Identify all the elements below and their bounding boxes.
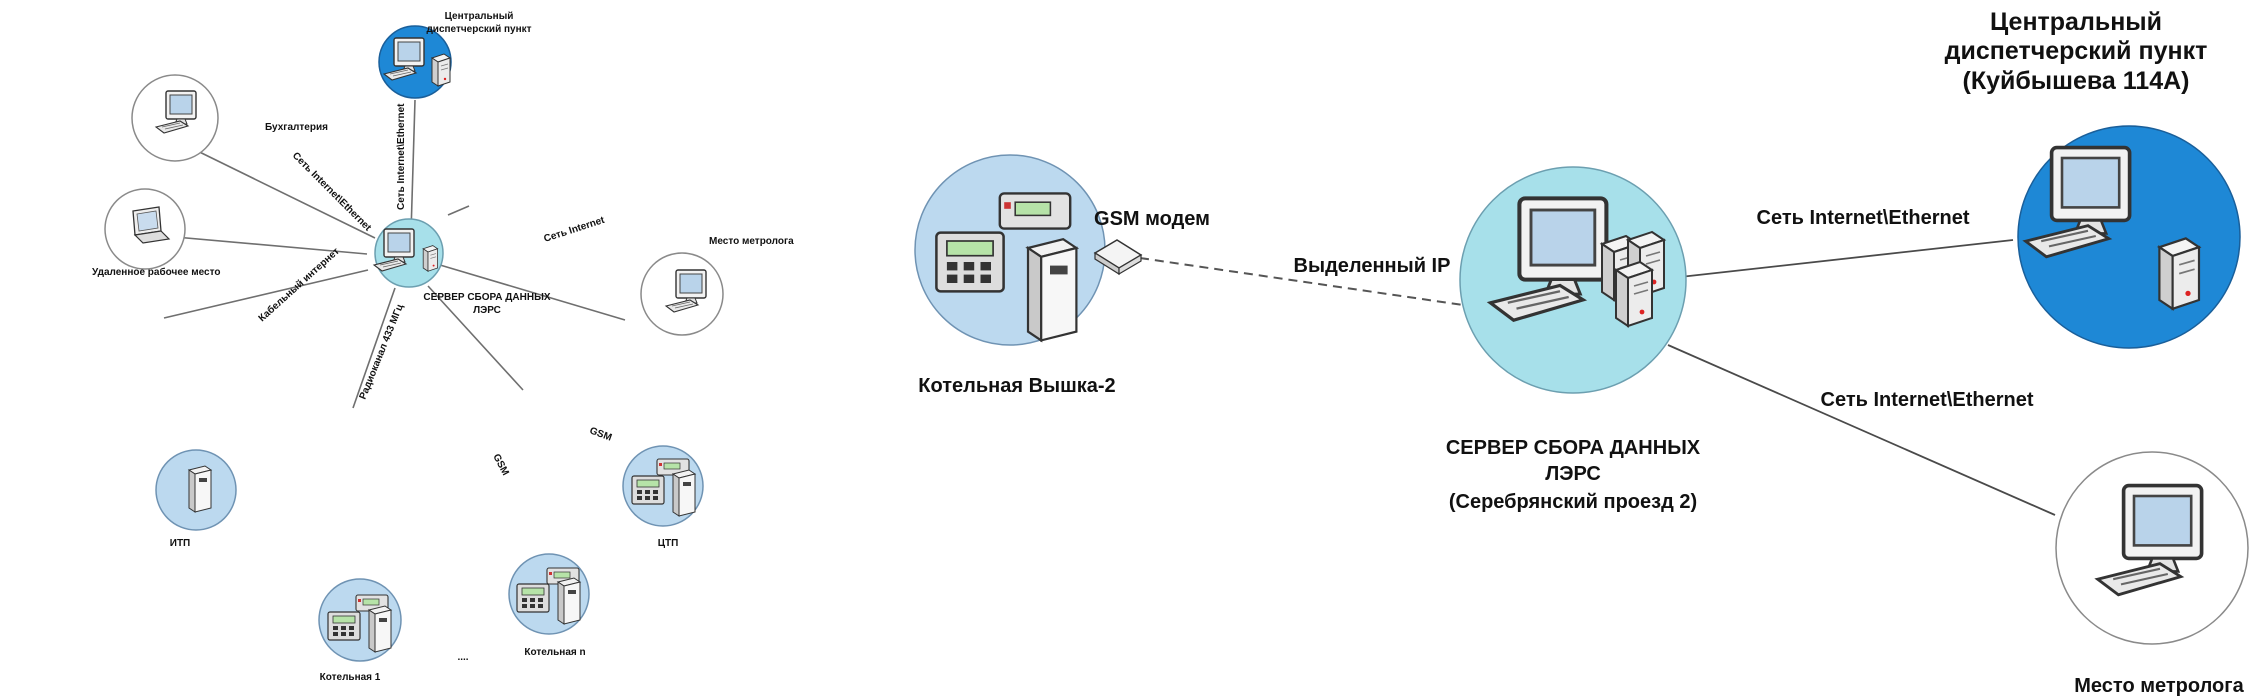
edge-server-accounting (174, 139, 376, 239)
server-label-line3: (Серебрянский проезд 2) (1449, 491, 1697, 513)
ctp-node (622, 445, 704, 527)
edge-label-ethernet-accounting: Сеть Internet\Ethernet (290, 150, 374, 234)
central-dispatch-label-line1: Центральный (1990, 8, 2162, 36)
boiler-node (914, 154, 1106, 346)
edge-label-gsm-1: GSM (588, 425, 613, 443)
cabinet-icon (1026, 238, 1078, 342)
boilern-label: Котельная n (524, 647, 585, 658)
gsm-modem-device (1093, 239, 1143, 276)
cabinet-icon (557, 577, 581, 625)
metrologist-label: Место метролога (709, 236, 794, 247)
central-dispatch-label-line2: диспетчерский пункт (1945, 37, 2208, 65)
boiler-label: Котельная Вышка-2 (918, 375, 1115, 397)
edge-label-internet: Сеть Internet (543, 215, 607, 245)
metrologist-node (2055, 451, 2249, 645)
dedicated-ip-label: Выделенный IP (1294, 255, 1451, 277)
server-node (1459, 166, 1687, 394)
cabinet-icon (368, 605, 392, 653)
edge-label-radio: Радиоканал 433 МГц (358, 302, 407, 401)
server-label-line1: СЕРВЕР СБОРА ДАННЫХ (423, 292, 550, 303)
accounting-node (131, 74, 219, 162)
metrologist-node (640, 252, 724, 336)
server-label-line2: ЛЭРС (1545, 463, 1601, 485)
boiler1-label: Котельная 1 (320, 672, 381, 683)
server-icon (1615, 261, 1653, 327)
itp-label: ИТП (170, 538, 190, 549)
edge-label-ethernet-central: Сеть Internet\Ethernet (396, 103, 407, 210)
edge-server-itp (163, 269, 369, 319)
cabinet-icon (188, 465, 212, 513)
right-diagram: Центральный диспетчерский пункт (Куйбыше… (914, 8, 2249, 697)
central-dispatch-label-line1: Центральный (445, 11, 514, 22)
server-node (373, 218, 444, 288)
controller-icon (998, 192, 1072, 230)
remote-workplace-node (104, 188, 186, 270)
server-label-line2: ЛЭРС (473, 305, 501, 316)
server-icon (2158, 237, 2201, 310)
edge-label-gsm-2: GSM (490, 452, 510, 477)
left-diagram: Сеть Internet\Ethernet Сеть Internet\Eth… (92, 11, 794, 683)
controller-icon (516, 583, 550, 613)
accounting-label: Бухгалтерия (265, 122, 328, 133)
remote-workplace-label: Удаленное рабочее место (92, 266, 221, 278)
edge-ethernet-central (1679, 239, 2014, 278)
central-dispatch-node (378, 25, 452, 99)
central-dispatch-label-line3: (Куйбышева 114А) (1963, 67, 2190, 95)
edge-server-central (410, 99, 416, 234)
edge-server-ctp (439, 264, 626, 321)
boiler1-node (318, 578, 402, 662)
ellipsis-label: .... (457, 652, 468, 663)
edge-label-cable: Кабельный интернет (256, 245, 342, 324)
ctp-label: ЦТП (658, 538, 679, 549)
boilern-node (508, 553, 590, 635)
itp-node (155, 449, 237, 531)
cabinet-icon (672, 469, 696, 517)
server-label-line1: СЕРВЕР СБОРА ДАННЫХ (1446, 437, 1701, 459)
controller-icon (631, 475, 665, 505)
ethernet-label-central: Сеть Internet\Ethernet (1757, 207, 1970, 229)
edge-dedicated-ip (1139, 257, 1464, 306)
server-icon (431, 53, 451, 87)
edge-ethernet-metrologist (1667, 344, 2056, 516)
controller-icon (935, 231, 1005, 293)
gsm-modem-label: GSM модем (1094, 208, 1210, 230)
metrologist-label: Место метролога (2074, 675, 2244, 697)
controller-icon (327, 611, 361, 641)
central-dispatch-label-line2: диспетчерский пункт (426, 24, 531, 35)
edge-server-boilern (427, 285, 524, 391)
ethernet-label-metrologist: Сеть Internet\Ethernet (1821, 389, 2034, 411)
server-icon (422, 245, 439, 272)
central-dispatch-node (2017, 125, 2241, 349)
edge-server-metrologist (447, 205, 470, 216)
edge-server-boiler1 (352, 287, 396, 409)
